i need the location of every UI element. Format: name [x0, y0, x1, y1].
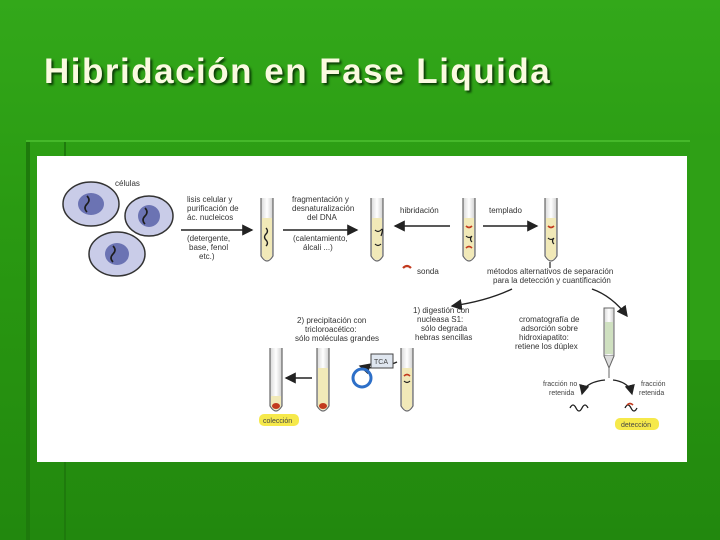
cells-group: células: [62, 179, 174, 277]
label-detection: detección: [621, 422, 651, 429]
arrow-to-chromatography: [591, 288, 628, 318]
dsdna-icon: [624, 404, 638, 412]
cell-nucleus: [138, 205, 160, 227]
decorative-line: [26, 140, 30, 540]
tca-bottle: [370, 353, 394, 369]
hybridization-diagram: células lisis celular y purificación de …: [37, 156, 687, 462]
dna-icon: [84, 195, 90, 213]
arrow-to-digestion: [450, 288, 513, 311]
label-retained-fraction: fracción retenida: [639, 381, 667, 397]
dna-icon: [142, 207, 148, 225]
tube-extract: [260, 198, 274, 262]
tube-precipitation: [316, 348, 330, 412]
label-collection: colección: [263, 418, 292, 425]
label-tca: TCA: [374, 359, 388, 366]
tube-collection: [269, 348, 283, 412]
label-annealing: templado: [489, 206, 522, 215]
label-digestion: 1) digestión con nucleasa S1: sólo degra…: [413, 306, 472, 342]
tube-denatured: [370, 198, 384, 262]
tube-digestion: [400, 348, 414, 412]
arrow-unretained: [579, 379, 606, 396]
label-fragmentation: fragmentación y desnaturalización del DN…: [292, 195, 357, 222]
probe-icon: [402, 264, 412, 269]
dna-icon: [110, 245, 116, 263]
tube-hybridization: [462, 198, 476, 262]
ssdna-icon: [569, 404, 589, 412]
tube-annealed: [544, 198, 558, 262]
chromatography-column: [603, 307, 615, 378]
label-alt-methods: métodos alternativos de separación para …: [487, 267, 616, 285]
cell-nucleus: [78, 193, 104, 215]
tag-detection: [615, 418, 659, 430]
label-precipitation: 2) precipitación con tricloroacético: só…: [295, 316, 379, 343]
probe-hybrid-icon: [626, 402, 634, 406]
arrow-retained: [612, 379, 635, 396]
label-unretained: fracción no retenida: [543, 381, 579, 397]
label-hybridization: hibridación: [400, 206, 439, 215]
tag-collection: [259, 414, 299, 426]
label-lysis-methods: (detergente, base, fenol etc.): [187, 234, 232, 261]
label-lysis: lisis celular y purificación de ác. nucl…: [187, 195, 241, 222]
decorative-line: [26, 140, 720, 142]
label-probe: sonda: [417, 267, 439, 276]
label-fragmentation-methods: (calentamiento, álcali ...): [293, 234, 350, 252]
diagram-canvas: células lisis celular y purificación de …: [62, 179, 667, 430]
label-chromatography: cromatografía de adsorción sobre hidroxi…: [515, 315, 582, 351]
page-title: Hibridación en Fase Liquida: [44, 52, 552, 91]
rotation-icon: [351, 367, 373, 389]
cell-nucleus: [105, 243, 129, 265]
decorative-block: [690, 140, 720, 360]
label-cells: células: [115, 179, 140, 188]
